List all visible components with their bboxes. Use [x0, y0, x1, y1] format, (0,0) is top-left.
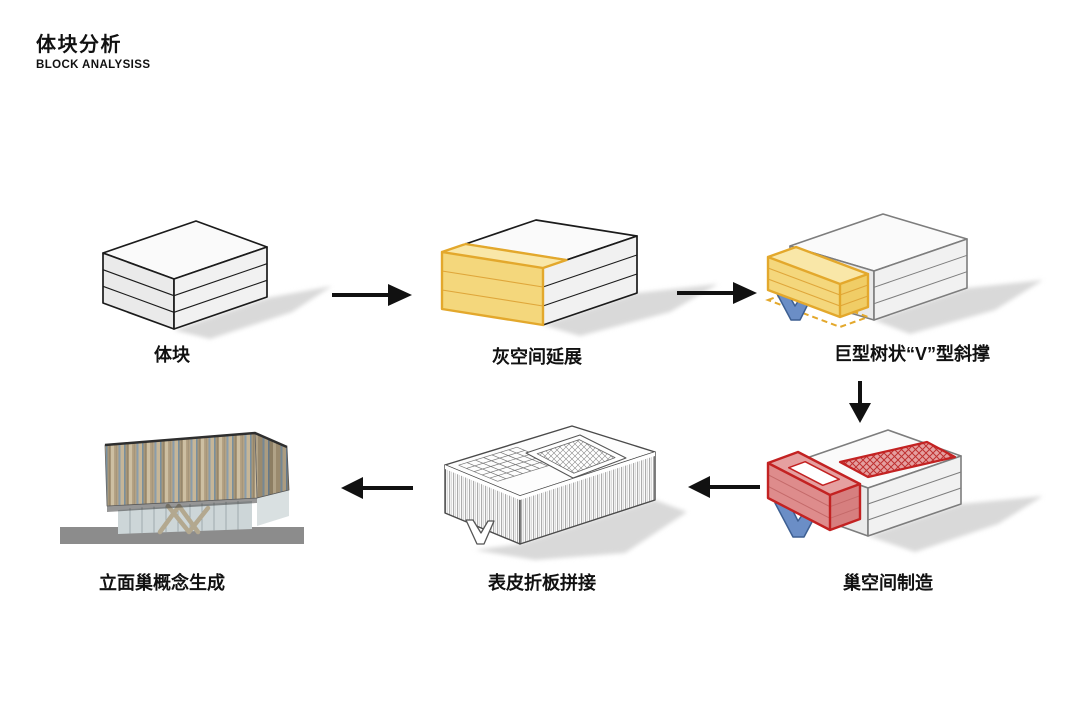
step-label-massing-block: 体块: [154, 345, 190, 365]
step-label-facade-nest-concept: 立面巢概念生成: [99, 573, 225, 593]
arrow-left-icon: [688, 476, 760, 498]
step-label-grey-space-extension: 灰空间延展: [492, 347, 582, 367]
step-label-skin-folded-plate: 表皮折板拼接: [488, 573, 596, 593]
arrow-right-icon: [332, 284, 412, 306]
skin-folded-plate-illustration: [444, 425, 687, 560]
diagram-header: 体块分析 BLOCK ANALYSISS: [36, 28, 150, 71]
v-brace-illustration: [765, 213, 1043, 334]
facade-nest-rendering: [60, 431, 304, 544]
step-label-nest-space: 巢空间制造: [843, 573, 933, 593]
page-title: 体块分析: [36, 34, 122, 56]
massing-block-illustration: [102, 220, 332, 339]
arrow-right-icon: [677, 282, 757, 304]
arrow-left-icon: [341, 477, 413, 499]
grey-space-extension-illustration: [440, 219, 718, 336]
nest-space-illustration: [766, 429, 1043, 552]
step-label-v-brace: 巨型树状“V”型斜撑: [833, 344, 991, 364]
page-subtitle: BLOCK ANALYSISS: [36, 59, 151, 71]
arrow-down-icon: [849, 381, 871, 423]
